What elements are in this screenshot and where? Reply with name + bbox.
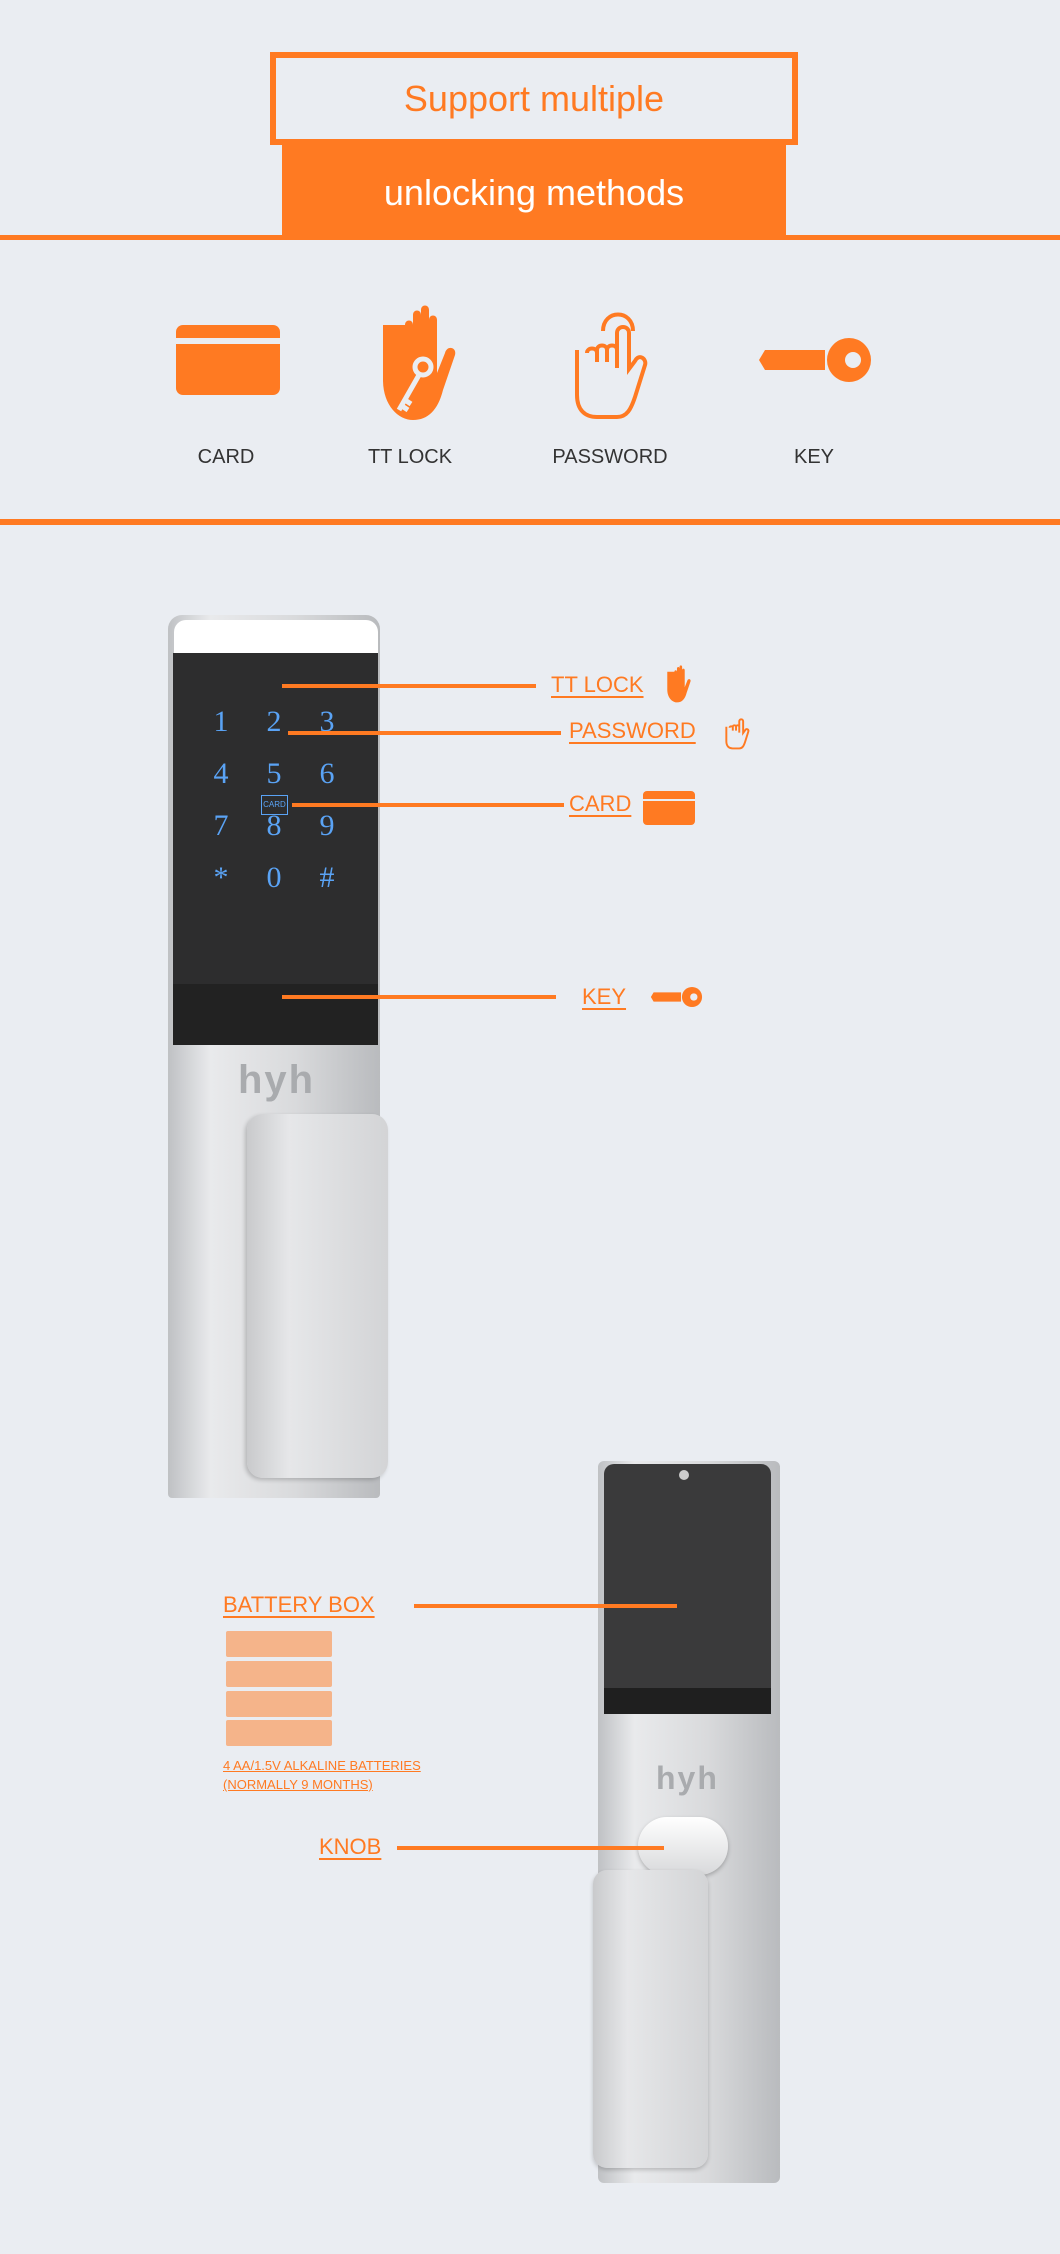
callout-knob: KNOB	[319, 1834, 382, 1859]
card-icon	[176, 325, 280, 395]
battery-icon	[226, 1720, 332, 1746]
keypad-panel	[173, 653, 378, 1045]
key-6[interactable]: 6	[319, 757, 335, 790]
brand-logo: hyh	[656, 1760, 719, 1796]
card-icon	[643, 791, 695, 825]
key-4[interactable]: 4	[213, 757, 229, 790]
key-0[interactable]: 0	[266, 861, 282, 894]
key-5[interactable]: 5	[266, 757, 282, 790]
callout-line	[282, 995, 556, 999]
title-line2: unlocking methods	[383, 171, 685, 213]
battery-note: 4 AA/1.5V ALKALINE BATTERIES (NORMALLY 9…	[223, 1756, 421, 1794]
hand-key-icon	[383, 305, 456, 420]
keypad: 1 2 3 4 5 6 7 8 9 * 0 #	[196, 705, 356, 895]
method-label: CARD	[197, 446, 255, 468]
callout-password: PASSWORD	[569, 718, 696, 743]
callout-ttlock: TT LOCK	[551, 672, 644, 697]
callout-line	[397, 1846, 664, 1850]
battery-icon	[226, 1631, 332, 1657]
door-handle[interactable]	[593, 1870, 708, 2168]
callout-line	[288, 731, 561, 735]
battery-note-line1: 4 AA/1.5V ALKALINE BATTERIES	[223, 1758, 421, 1773]
key-2[interactable]: 2	[266, 705, 282, 738]
door-handle[interactable]	[247, 1114, 388, 1478]
key-8[interactable]: 8	[266, 809, 282, 842]
method-ttlock: TT LOCK	[330, 295, 490, 469]
title-line1: Support multiple	[403, 77, 665, 119]
battery-icon	[226, 1661, 332, 1687]
battery-box-cover[interactable]	[604, 1464, 771, 1714]
divider	[0, 519, 1060, 525]
method-card: CARD	[146, 295, 306, 469]
brand-logo: hyh	[238, 1058, 316, 1102]
key-9[interactable]: 9	[319, 809, 335, 842]
method-label: PASSWORD	[552, 446, 668, 468]
callout-line	[414, 1604, 677, 1608]
method-label: TT LOCK	[367, 446, 453, 468]
method-key: KEY	[734, 295, 894, 469]
callout-card: CARD	[569, 791, 632, 816]
key-1[interactable]: 1	[213, 705, 229, 738]
card-reader-mark: CARD	[261, 795, 288, 815]
key-icon	[650, 986, 703, 1008]
method-password: PASSWORD	[530, 295, 690, 469]
method-label: KEY	[793, 446, 835, 468]
title-bottom: unlocking methods	[282, 145, 786, 240]
callout-battery-box: BATTERY BOX	[223, 1592, 375, 1617]
title-top: Support multiple	[270, 52, 798, 145]
keyhole-cover	[173, 984, 378, 1045]
key-icon	[759, 338, 871, 382]
touch-finger-icon	[725, 718, 750, 750]
callout-line	[282, 684, 536, 688]
key-7[interactable]: 7	[213, 809, 229, 842]
hand-key-icon	[667, 665, 691, 703]
key-star[interactable]: *	[213, 861, 229, 894]
key-3[interactable]: 3	[319, 705, 335, 738]
touch-finger-icon	[575, 312, 648, 419]
callout-key: KEY	[582, 984, 627, 1009]
key-hash[interactable]: #	[319, 861, 335, 894]
callout-line	[292, 803, 564, 807]
battery-icon	[226, 1691, 332, 1717]
screw	[679, 1470, 689, 1480]
battery-note-line2: (NORMALLY 9 MONTHS)	[223, 1777, 373, 1792]
